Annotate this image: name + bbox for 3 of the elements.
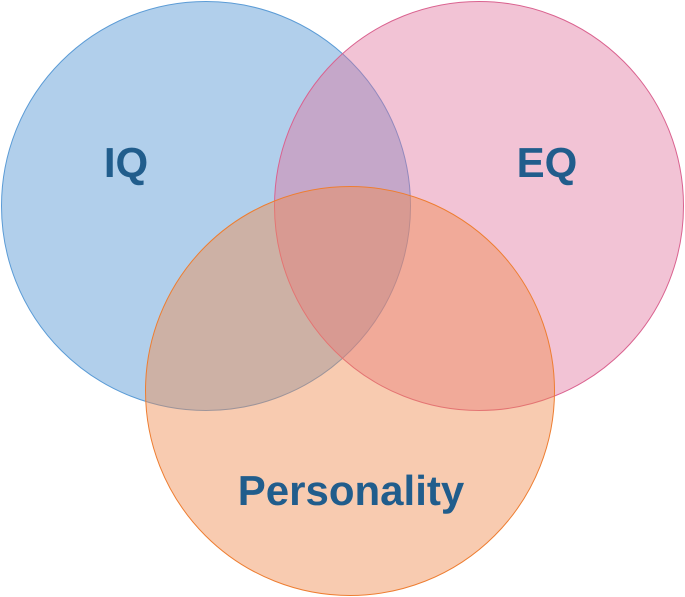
set-label: IQ — [104, 140, 148, 186]
set-label: EQ — [516, 140, 578, 186]
set-label: Personality — [238, 468, 464, 514]
